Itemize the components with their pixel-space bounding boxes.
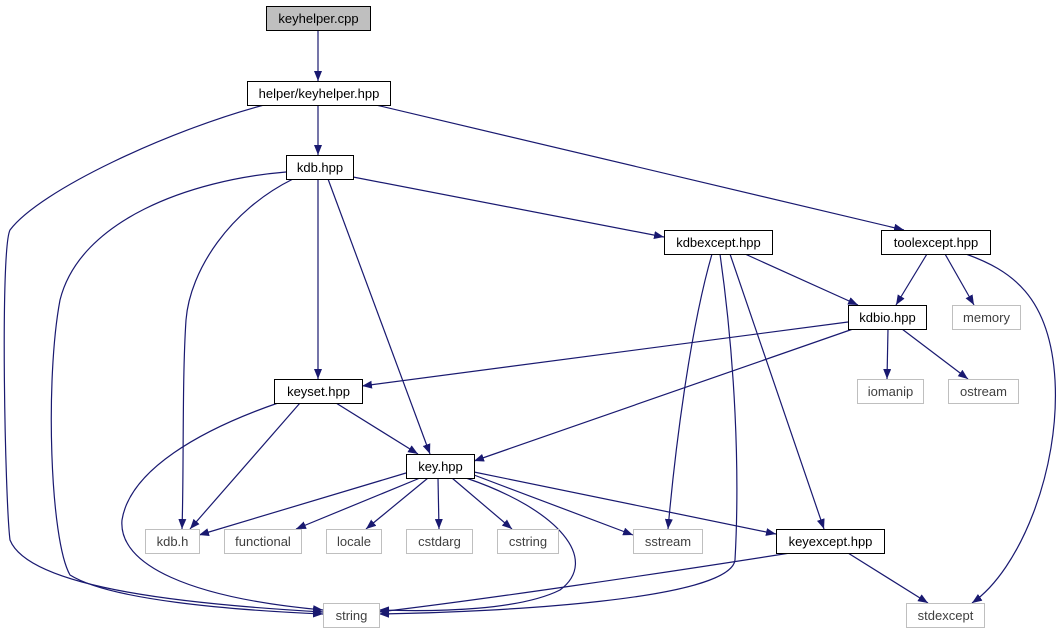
edge-keyset-hpp-to-key-hpp bbox=[335, 402, 419, 455]
edge-kdbio-hpp-to-iomanip bbox=[883, 328, 892, 380]
node-label: locale bbox=[337, 534, 371, 549]
node-locale: locale bbox=[326, 529, 382, 554]
node-box bbox=[948, 379, 1019, 404]
node-label: keyset.hpp bbox=[287, 384, 350, 399]
node-label: keyhelper.cpp bbox=[278, 11, 358, 26]
edge-keyexcept-hpp-to-string bbox=[378, 552, 791, 615]
edge-kdbexcept-hpp-to-sstream bbox=[664, 253, 713, 530]
edge-toolexcept-hpp-to-memory bbox=[944, 253, 975, 306]
edge-kdb-hpp-to-string bbox=[50, 171, 324, 618]
node-key-hpp[interactable]: key.hpp bbox=[406, 454, 475, 479]
node-kdb-h: kdb.h bbox=[145, 529, 200, 554]
node-layer: keyhelper.cpp helper/keyhelper.hpp kdb.hpp… bbox=[145, 6, 1021, 628]
edge-kdbio-hpp-to-ostream bbox=[901, 328, 969, 380]
edge-kdbexcept-hpp-to-keyexcept-hpp bbox=[729, 253, 825, 530]
node-box bbox=[633, 529, 703, 554]
node-string: string bbox=[323, 603, 380, 628]
node-box bbox=[906, 603, 985, 628]
node-label: helper/keyhelper.hpp bbox=[259, 86, 380, 101]
node-box bbox=[274, 379, 363, 404]
edge-kdb-hpp-to-kdbexcept-hpp bbox=[352, 176, 665, 240]
edge-key-hpp-to-locale bbox=[365, 477, 429, 530]
edge-key-hpp-to-kdb-h bbox=[198, 472, 407, 536]
node-box bbox=[326, 529, 382, 554]
node-iomanip: iomanip bbox=[857, 379, 924, 404]
node-label: stdexcept bbox=[918, 608, 974, 623]
node-label: iomanip bbox=[868, 384, 914, 399]
node-label: key.hpp bbox=[418, 459, 463, 474]
node-label: kdbio.hpp bbox=[859, 310, 915, 325]
node-functional: functional bbox=[224, 529, 302, 554]
node-ostream: ostream bbox=[948, 379, 1019, 404]
edge-keyexcept-hpp-to-stdexcept bbox=[847, 552, 929, 604]
node-label: cstring bbox=[509, 534, 547, 549]
node-box bbox=[224, 529, 302, 554]
edge-key-hpp-to-cstdarg bbox=[434, 477, 443, 530]
node-box bbox=[266, 6, 371, 31]
node-box bbox=[952, 305, 1021, 330]
edge-keyset-hpp-to-string bbox=[121, 402, 324, 614]
node-label: kdb.hpp bbox=[297, 160, 343, 175]
edge-key-hpp-to-cstring bbox=[451, 477, 513, 530]
node-box bbox=[848, 305, 927, 330]
edge-keyset-hpp-to-kdb-h bbox=[189, 402, 301, 530]
node-box bbox=[286, 155, 354, 180]
node-box bbox=[247, 81, 391, 106]
edge-kdb-hpp-to-key-hpp bbox=[327, 178, 431, 455]
edge-key-hpp-to-string bbox=[378, 477, 577, 615]
node-box bbox=[776, 529, 885, 554]
node-keyexcept-hpp[interactable]: keyexcept.hpp bbox=[776, 529, 885, 554]
edge-toolexcept-hpp-to-stdexcept bbox=[965, 253, 1057, 604]
node-cstring: cstring bbox=[497, 529, 559, 554]
edge-key-hpp-to-sstream bbox=[473, 474, 634, 536]
node-cstdarg: cstdarg bbox=[406, 529, 473, 554]
node-label: kdb.h bbox=[157, 534, 189, 549]
node-box bbox=[406, 454, 475, 479]
node-label: kdbexcept.hpp bbox=[676, 235, 761, 250]
node-label: toolexcept.hpp bbox=[894, 235, 979, 250]
node-stdexcept: stdexcept bbox=[906, 603, 985, 628]
node-label: memory bbox=[963, 310, 1010, 325]
node-label: keyexcept.hpp bbox=[789, 534, 873, 549]
node-box bbox=[323, 603, 380, 628]
edge-helper-keyhelper-hpp-to-toolexcept-hpp bbox=[375, 104, 905, 232]
node-kdbio-hpp[interactable]: kdbio.hpp bbox=[848, 305, 927, 330]
node-label: functional bbox=[235, 534, 291, 549]
node-kdb-hpp[interactable]: kdb.hpp bbox=[286, 155, 354, 180]
edge-toolexcept-hpp-to-kdbio-hpp bbox=[895, 253, 928, 306]
node-keyhelper-cpp[interactable]: keyhelper.cpp bbox=[266, 6, 371, 31]
edge-kdbio-hpp-to-keyset-hpp bbox=[361, 321, 849, 389]
node-sstream: sstream bbox=[633, 529, 703, 554]
node-label: sstream bbox=[645, 534, 691, 549]
node-box bbox=[857, 379, 924, 404]
edge-key-hpp-to-keyexcept-hpp bbox=[473, 471, 777, 536]
edge-kdbio-hpp-to-key-hpp bbox=[473, 328, 854, 462]
edge-kdbexcept-hpp-to-string bbox=[378, 253, 738, 618]
node-label: cstdarg bbox=[418, 534, 461, 549]
node-box bbox=[881, 230, 991, 255]
edge-layer bbox=[3, 30, 1057, 618]
node-toolexcept-hpp[interactable]: toolexcept.hpp bbox=[881, 230, 991, 255]
node-box bbox=[145, 529, 200, 554]
node-label: ostream bbox=[960, 384, 1007, 399]
node-kdbexcept-hpp[interactable]: kdbexcept.hpp bbox=[664, 230, 773, 255]
node-helper-keyhelper-hpp[interactable]: helper/keyhelper.hpp bbox=[247, 81, 391, 106]
node-label: string bbox=[336, 608, 368, 623]
edge-key-hpp-to-functional bbox=[295, 477, 421, 530]
node-box bbox=[497, 529, 559, 554]
edge-kdbexcept-hpp-to-kdbio-hpp bbox=[744, 253, 859, 306]
edge-helper-keyhelper-hpp-to-string bbox=[3, 104, 324, 616]
node-memory: memory bbox=[952, 305, 1021, 330]
node-box bbox=[664, 230, 773, 255]
node-box bbox=[406, 529, 473, 554]
node-keyset-hpp[interactable]: keyset.hpp bbox=[274, 379, 363, 404]
edge-kdb-hpp-to-kdb-h bbox=[178, 178, 294, 530]
